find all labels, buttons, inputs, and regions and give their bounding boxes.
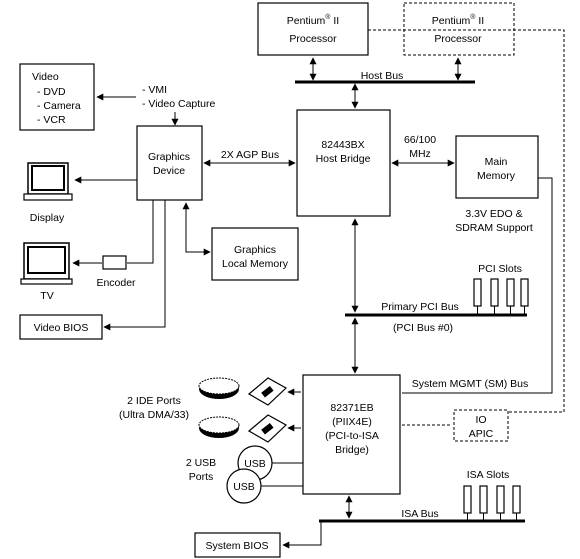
system-bios-link: [282, 521, 322, 549]
memory-support-1: 3.3V EDO &: [465, 208, 522, 220]
processor-2-label: Processor: [434, 33, 482, 45]
main-memory-label-2: Memory: [477, 170, 516, 182]
video-input-capture: - Video Capture: [142, 98, 216, 110]
ide-ports-label-2: (Ultra DMA/33): [119, 409, 189, 421]
usb-ports-label-1: 2 USB: [186, 457, 216, 469]
apic-dashed-top: [368, 29, 565, 413]
glm-link: [182, 202, 211, 256]
tv-label: TV: [40, 290, 53, 302]
host-bus-label: Host Bus: [361, 70, 404, 82]
isa-bus-label: ISA Bus: [401, 508, 438, 520]
system-bios-label: System BIOS: [205, 540, 268, 552]
usb-ports-label-2: Ports: [189, 471, 214, 483]
ide-drive-1: [198, 377, 288, 406]
video-source-vcr: - VCR: [37, 114, 66, 126]
processor-1-name: Pentium® II: [287, 13, 339, 27]
primary-pci-bus-label: Primary PCI Bus: [381, 301, 459, 313]
encoder-block: [102, 255, 127, 270]
encoder-label: Encoder: [96, 277, 136, 289]
io-apic-block: IO APIC: [453, 409, 509, 442]
video-input-vmi: - VMI: [142, 84, 167, 96]
video-sources-title: Video: [32, 71, 59, 83]
processor-2-block: Pentium® II Processor: [403, 2, 515, 56]
ide-drive-2: [198, 414, 288, 443]
video-sources-block: Video - DVD - Camera - VCR: [19, 63, 95, 131]
piix-label-4: Bridge): [335, 444, 369, 456]
host-bridge-label-1: 82443BX: [321, 139, 364, 151]
svg-text:USB: USB: [244, 458, 266, 470]
piix-label-1: 82371EB: [330, 402, 373, 414]
io-apic-label-1: IO: [475, 414, 486, 426]
display-monitor-icon: [23, 162, 73, 201]
main-memory-block: Main Memory: [455, 135, 539, 199]
host-bridge-block: 82443BX Host Bridge: [296, 109, 391, 217]
main-memory-label-1: Main: [485, 156, 508, 168]
ide-ports-label-1: 2 IDE Ports: [127, 395, 181, 407]
piix-label-2: (PIIX4E): [332, 416, 372, 428]
memory-speed-2: MHz: [409, 148, 431, 160]
video-source-dvd: - DVD: [37, 86, 66, 98]
graphics-device-block: Graphics Device: [136, 125, 203, 201]
tv-icon: [20, 242, 73, 285]
video-bios-link: [103, 200, 166, 331]
isa-slots-label: ISA Slots: [467, 469, 510, 481]
processor-1-label: Processor: [289, 33, 337, 45]
memory-support-2: SDRAM Support: [455, 222, 533, 234]
graphics-device-label-2: Device: [153, 165, 185, 177]
sm-bus-line: [402, 177, 553, 394]
isa-slots: [463, 485, 521, 521]
pci-bus-number-label: (PCI Bus #0): [393, 322, 453, 334]
processor-1-block: Pentium® II Processor: [257, 2, 369, 56]
io-apic-label-2: APIC: [469, 428, 494, 440]
piix-label-3: (PCI-to-ISA: [325, 430, 379, 442]
system-bios-block: System BIOS: [194, 532, 281, 558]
memory-speed-1: 66/100: [404, 134, 436, 146]
encoder-link: [127, 200, 154, 264]
svg-text:USB: USB: [233, 481, 255, 493]
graphics-local-memory-block: Graphics Local Memory: [211, 227, 299, 281]
video-bios-block: Video BIOS: [19, 314, 103, 340]
processor-2-name: Pentium® II: [432, 13, 484, 27]
glm-label-1: Graphics: [234, 244, 276, 256]
pci-slots: [473, 278, 529, 315]
sm-bus-label: System MGMT (SM) Bus: [412, 378, 528, 390]
pci-slots-label: PCI Slots: [478, 263, 522, 275]
video-source-camera: - Camera: [37, 100, 81, 112]
graphics-device-label-1: Graphics: [148, 151, 190, 163]
usb-port-2: USB: [226, 468, 262, 504]
video-bios-label: Video BIOS: [34, 322, 89, 334]
agp-bus-label: 2X AGP Bus: [221, 149, 279, 161]
host-bridge-label-2: Host Bridge: [316, 153, 371, 165]
piix4e-block: 82371EB (PIIX4E) (PCI-to-ISA Bridge): [302, 374, 401, 495]
glm-label-2: Local Memory: [222, 258, 289, 270]
display-label: Display: [30, 212, 65, 224]
